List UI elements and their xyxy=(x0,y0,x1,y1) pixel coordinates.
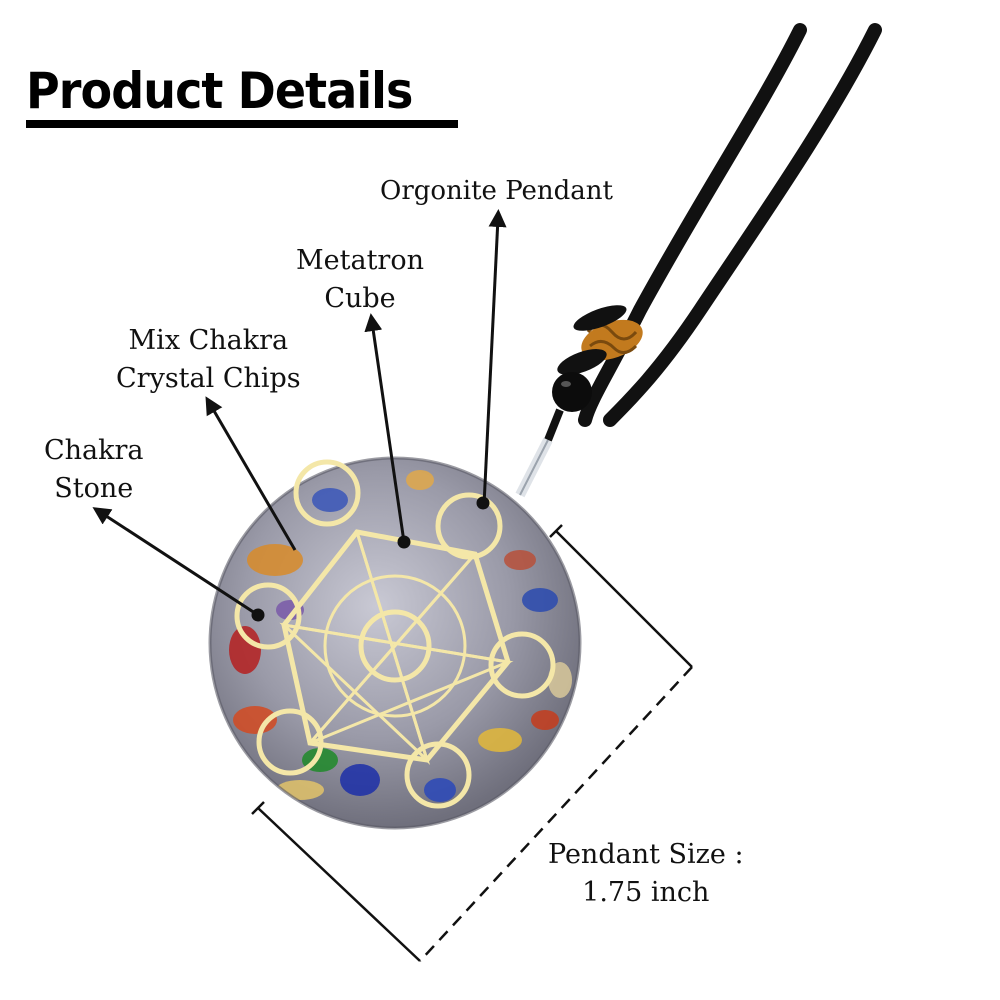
dimension-lines xyxy=(251,524,693,962)
metatron-cube-emblem xyxy=(234,459,556,809)
label-text: Mix Chakra xyxy=(128,325,289,356)
label-text: Crystal Chips xyxy=(116,363,301,394)
label-chakra-stone: Chakra Stone xyxy=(44,432,144,508)
knot-bead xyxy=(515,305,643,498)
label-metatron-cube: Metatron Cube xyxy=(296,242,424,318)
label-text: 1.75 inch xyxy=(582,877,710,908)
callout-arrows xyxy=(92,209,507,622)
label-crystal-chips: Mix Chakra Crystal Chips xyxy=(116,322,301,398)
label-pendant-size: Pendant Size : 1.75 inch xyxy=(548,836,744,912)
necklace-cord xyxy=(578,23,882,427)
label-text: Cube xyxy=(324,283,396,314)
title-underline xyxy=(26,120,458,128)
label-text: Chakra xyxy=(44,435,144,466)
label-text: Metatron xyxy=(296,245,424,276)
label-text: Pendant Size : xyxy=(548,839,744,870)
label-orgonite-pendant: Orgonite Pendant xyxy=(380,172,613,210)
label-text: Stone xyxy=(54,473,134,504)
page-title: Product Details xyxy=(26,62,413,120)
label-text: Orgonite Pendant xyxy=(380,176,613,206)
